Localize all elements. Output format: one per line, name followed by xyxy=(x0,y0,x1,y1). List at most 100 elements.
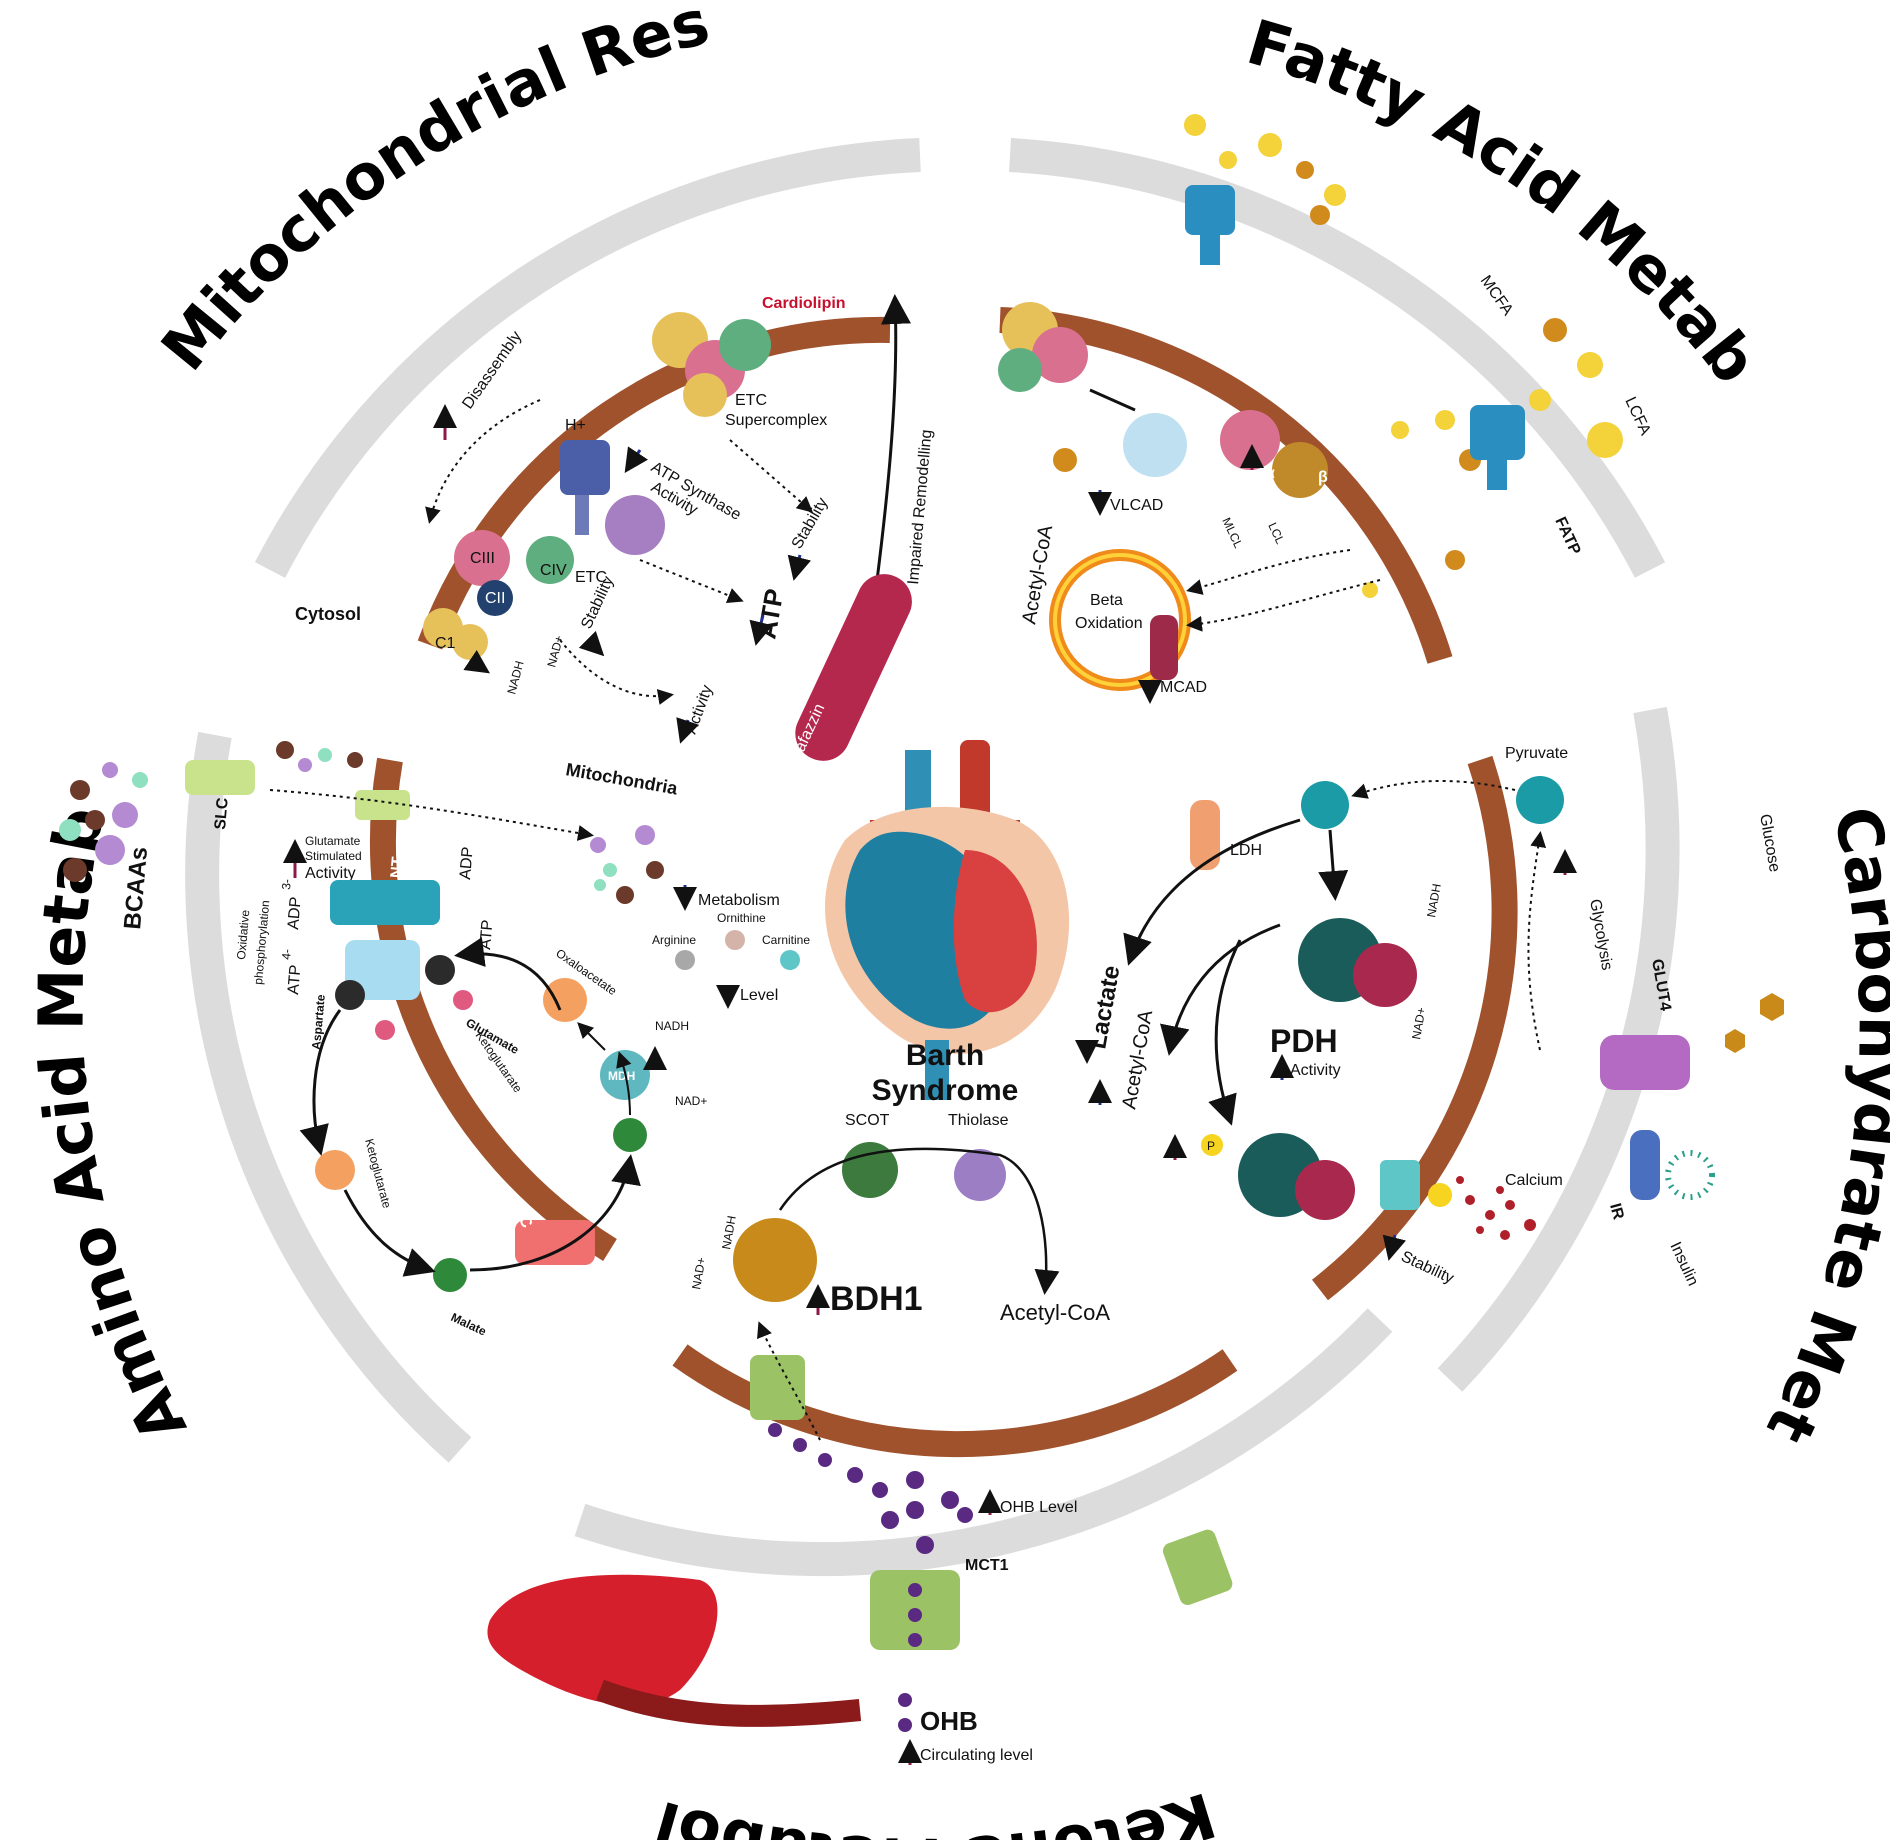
oaa-to-aspartate-arrow xyxy=(454,937,562,1011)
phospho-label: P xyxy=(1207,1139,1215,1153)
alpha-label: α xyxy=(1265,465,1275,482)
title-amino: Amino Acid Metabolism xyxy=(0,0,201,1453)
ant-adp-left: ADP xyxy=(285,896,305,930)
calcium-label: Calcium xyxy=(1505,1172,1563,1189)
metabolism-label: Metabolism xyxy=(698,892,780,909)
title-mito: Mitochondrial Respiration xyxy=(0,0,716,384)
bcaa-molecules xyxy=(59,741,363,882)
mdh-to-oaa-arrow xyxy=(577,1022,606,1051)
mdh-label: MDH xyxy=(608,1069,635,1083)
ketoglutarate-molecule-outer xyxy=(315,1150,355,1190)
malate-import-arrow xyxy=(469,1154,641,1272)
etc-supercomplex-icon xyxy=(652,312,771,417)
mito-nadplus-label: NAD+ xyxy=(544,634,566,669)
bcaa-uptake-arrow xyxy=(269,789,594,841)
glucose-label: Glucose xyxy=(1756,813,1783,874)
ketoglutarate2-label: Ketoglutarate xyxy=(362,1137,394,1210)
fatty-transporter-top-icon xyxy=(1185,185,1235,265)
bohb-molecules xyxy=(768,1423,973,1554)
slc-inner-transporter-icon xyxy=(355,790,410,820)
mcu-stability-down-arrow xyxy=(1382,1234,1407,1261)
ciii-label: CIII xyxy=(470,550,495,567)
etc-label: ETC xyxy=(575,569,607,586)
oxaloacetate-molecule xyxy=(543,978,587,1022)
mcad-label: MCAD xyxy=(1160,679,1207,696)
mdh-nadplus-label: NAD+ xyxy=(675,1094,707,1108)
complex-cii-icon xyxy=(477,580,513,616)
grey-arc-amino xyxy=(185,731,472,1463)
glutamate-stim-line1: Glutamate xyxy=(305,834,361,848)
atp-synthase-icon xyxy=(560,440,665,555)
pyruvate-molecule-inner xyxy=(1301,781,1349,829)
oxphos-line1: Oxidative xyxy=(234,909,252,960)
ketone-transporter-icon xyxy=(750,1355,805,1420)
mdh-nadh-label: NADH xyxy=(655,1019,689,1033)
lcl-label: LCL xyxy=(1265,520,1287,546)
aspartate-molecule-outer xyxy=(335,980,365,1010)
arginine-label: Arginine xyxy=(652,933,696,947)
impaired-remodelling-label: Impaired Remodelling xyxy=(905,429,936,586)
fatp-label: FATP xyxy=(1551,515,1583,558)
atp-down-label: ATP xyxy=(751,587,789,642)
etc-supercomplex-label: ETC xyxy=(735,392,767,409)
center-title-line2: Syndrome xyxy=(872,1074,1019,1107)
ldh-icon xyxy=(1190,800,1220,870)
c1-label: C1 xyxy=(435,635,456,652)
glycolysis-arrow xyxy=(1527,831,1547,1051)
membrane-carb xyxy=(1311,755,1518,1301)
malate-label: Malate xyxy=(449,1310,489,1339)
fatp-icon xyxy=(1470,405,1525,490)
scot-label: SCOT xyxy=(845,1112,890,1129)
ldh-label: LDH xyxy=(1230,842,1262,859)
beta-label: β xyxy=(1318,469,1328,486)
mct1-icon xyxy=(870,1570,960,1650)
mcad-icon xyxy=(1150,615,1178,680)
glucose-icon-2 xyxy=(1725,1029,1745,1053)
bdh1-label: BDH1 xyxy=(830,1280,923,1318)
mct1-right-icon xyxy=(1162,1529,1233,1605)
complex-c1-icon xyxy=(423,608,488,660)
insulin-receptor-icon xyxy=(1630,1130,1715,1200)
ant-adp-right: ADP xyxy=(457,846,477,880)
supercomplex-stability-label: Stability xyxy=(789,495,832,552)
bdh1-nadh-label: NADH xyxy=(719,1215,739,1251)
ornithine-molecule xyxy=(725,930,745,950)
ant-atp-left: ATP xyxy=(285,964,305,995)
ornithine-label: Ornithine xyxy=(717,911,766,925)
cytosol-label: Cytosol xyxy=(295,604,361,624)
mlcl-label: MLCL xyxy=(1219,515,1245,550)
ant-transporter-icon xyxy=(330,880,440,925)
acetylcoa-arrow xyxy=(1160,923,1281,1056)
beta-oxidation-line1: Beta xyxy=(1090,592,1123,609)
tfp-icon xyxy=(1220,410,1328,498)
atp-down-arrow xyxy=(749,614,773,646)
supercomplex-label: Supercomplex xyxy=(725,412,827,429)
pdh-label: PDH xyxy=(1270,1023,1338,1059)
supercomplex-down-arrow xyxy=(787,554,812,581)
mcu-icon xyxy=(1380,1160,1452,1210)
circulating-level-label: Circulating level xyxy=(920,1747,1033,1764)
metabolism-molecules xyxy=(590,825,664,904)
glutamate-stim-line2: Stimulated xyxy=(305,849,362,863)
hplus-label: H+ xyxy=(565,417,586,434)
aspartate-molecule-inner xyxy=(425,955,455,985)
civ-label: CIV xyxy=(540,562,567,579)
bohb-level-label: OHB Level xyxy=(1000,1499,1077,1516)
mcfa-label: MCFA xyxy=(1477,273,1517,319)
pyruvate-import-arrow xyxy=(1351,779,1516,799)
grey-arc-ketone xyxy=(574,1308,1393,1577)
aspartate-glutamate-carrier-icon xyxy=(345,940,420,1000)
pdh-arrow xyxy=(1318,829,1349,901)
adp-charge: 3- xyxy=(279,878,294,890)
bdh1-nadplus-label: NAD+ xyxy=(689,1256,708,1290)
phospho-arrow xyxy=(1208,939,1242,1126)
circulating-bohb-molecules xyxy=(898,1693,912,1732)
complex-civ-icon xyxy=(526,536,574,584)
slc-malate-carrier-icon xyxy=(515,1220,595,1265)
carnitine-molecule xyxy=(780,950,800,970)
pyruvate-label: Pyruvate xyxy=(1505,745,1568,762)
glycolysis-label: Glycolysis xyxy=(1586,898,1615,972)
lcfa-label: LCFA xyxy=(1621,395,1653,439)
etc-down-arrow xyxy=(578,630,605,657)
pdh-activity-label: Activity xyxy=(1290,1062,1341,1079)
